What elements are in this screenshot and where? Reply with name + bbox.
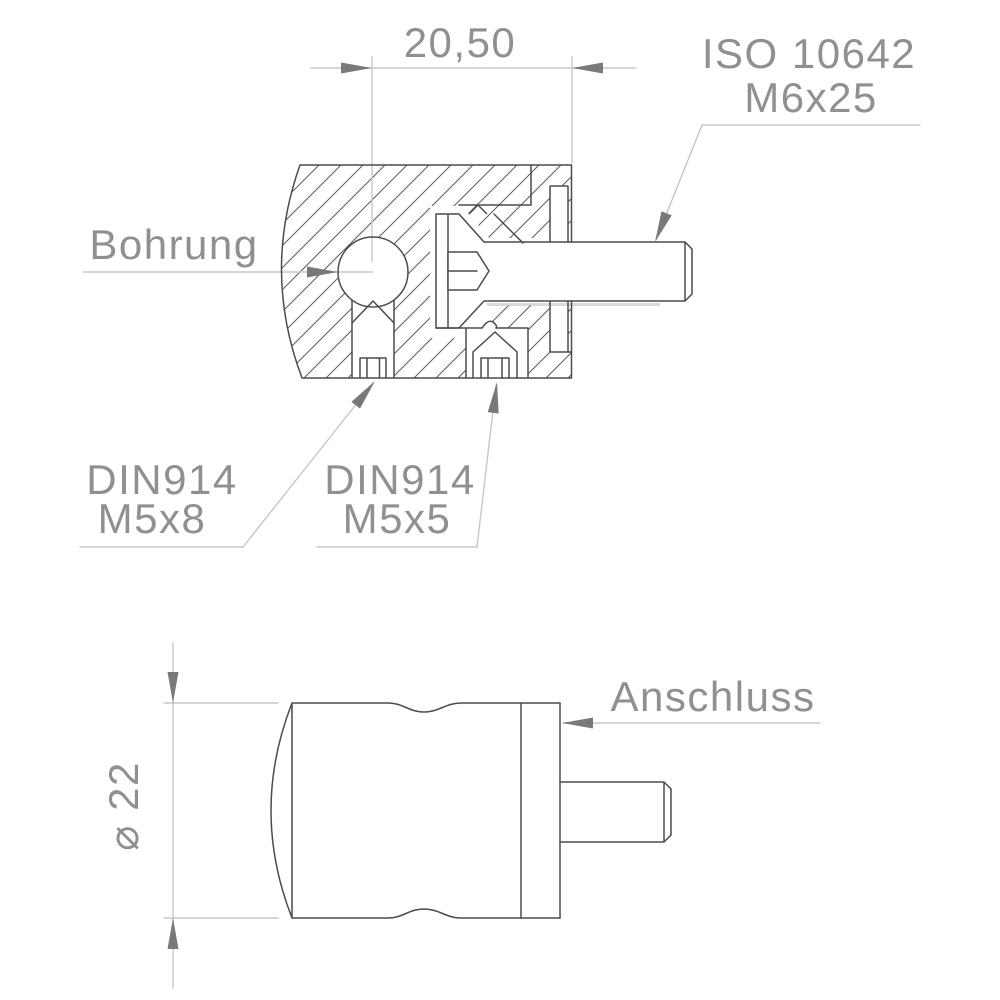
setscrew-left-label-line2: M5x8	[98, 495, 207, 542]
dim-width-arrow-left	[341, 62, 372, 74]
section-view: 20,50 Bohrung ISO 10642 M6x25 DIN914 M5x…	[79, 19, 921, 548]
screw-outline	[435, 213, 693, 329]
leader-screw-arrow	[655, 211, 672, 242]
setscrew-left-cone	[351, 300, 395, 324]
setscrew-right-socket	[480, 357, 510, 379]
setscrew-left-hole-fill	[352, 300, 394, 378]
setscrew-right-body	[472, 331, 518, 379]
setscrew-left	[351, 299, 395, 379]
leader-bore: Bohrung	[89, 221, 338, 278]
dim-diameter-arrow-top	[167, 672, 179, 703]
leader-setscrew-left: DIN914 M5x8	[79, 381, 375, 548]
thread-runout-bump-fill	[482, 321, 497, 328]
bore-label: Bohrung	[89, 221, 258, 268]
leader-connection: Anschluss	[562, 673, 821, 729]
leader-screw: ISO 10642 M6x25	[655, 30, 921, 242]
thread-notch	[468, 204, 488, 215]
leader-setscrew-right-arrow	[487, 382, 499, 414]
dim-diameter-arrow-bottom	[167, 918, 179, 949]
leader-setscrew-left-arrow	[351, 381, 375, 409]
setscrew-left-hole	[351, 299, 395, 379]
flat-head-screw	[435, 204, 693, 329]
leader-connection-arrow	[562, 717, 593, 729]
upper-recess-step	[458, 164, 532, 244]
mount-slot-outline	[549, 185, 573, 353]
screw-label-line2: M6x25	[744, 74, 878, 121]
thread-runout-bump	[481, 320, 498, 329]
leader-bore-arrow	[307, 266, 338, 278]
side-view: ⌀ 22 Anschluss	[100, 642, 821, 989]
setscrew-left-socket	[359, 357, 387, 379]
dim-diameter: ⌀ 22	[100, 642, 279, 989]
connection-label: Anschluss	[611, 673, 816, 720]
screw-label-line1: ISO 10642	[702, 30, 916, 77]
side-cap-lines	[520, 702, 561, 919]
dim-diameter-value: ⌀ 22	[100, 761, 147, 851]
side-body-outline	[270, 702, 561, 919]
dim-width: 20,50	[310, 19, 637, 74]
dim-width-arrow-right	[572, 62, 603, 74]
setscrew-right-hole-fill	[466, 328, 528, 378]
setscrew-right-label-line2: M5x5	[343, 495, 452, 542]
leader-screw-line	[655, 124, 921, 241]
setscrew-right-label-line1: DIN914	[324, 456, 475, 503]
dim-width-value: 20,50	[404, 19, 517, 66]
leader-setscrew-right-line	[316, 384, 497, 548]
setscrew-left-label-line1: DIN914	[86, 456, 237, 503]
body-outline	[280, 164, 573, 379]
side-pin-outline	[559, 781, 672, 843]
leader-setscrew-right: DIN914 M5x5	[316, 382, 499, 548]
setscrew-right	[472, 331, 518, 379]
leader-setscrew-left-line	[79, 382, 374, 548]
